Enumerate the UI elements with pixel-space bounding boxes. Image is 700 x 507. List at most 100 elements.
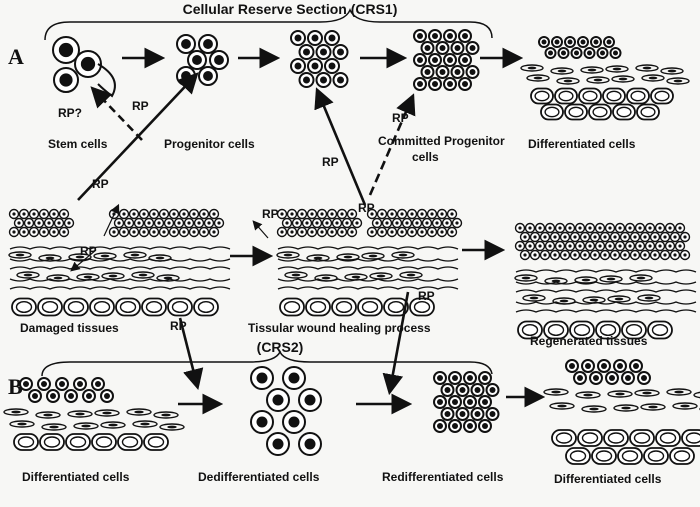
epithelial-nucleus xyxy=(137,221,141,225)
basal-cell-nucleus xyxy=(659,432,677,444)
epithelial-nucleus xyxy=(202,230,206,234)
epithelial-nucleus xyxy=(370,230,374,234)
basal-cell-nucleus xyxy=(121,436,139,448)
flat-cell-nucleus xyxy=(581,278,591,282)
flat-cell-nucleus xyxy=(130,253,140,257)
basal-cell xyxy=(617,447,643,465)
basal-cell-nucleus xyxy=(361,300,379,314)
basal-cell xyxy=(331,297,357,317)
cell-nucleus xyxy=(32,393,38,399)
flat-cell xyxy=(276,251,300,259)
flat-cell-nucleus xyxy=(612,67,622,71)
flat-cell xyxy=(672,402,698,410)
cell-nucleus xyxy=(59,381,65,387)
epithelial-nucleus xyxy=(558,226,562,230)
cell-nucleus xyxy=(462,57,468,63)
rp-label-3: RP xyxy=(80,244,97,258)
basal-cell-nucleus xyxy=(43,436,61,448)
flat-cell xyxy=(153,411,179,419)
epithelial-nucleus xyxy=(663,253,667,257)
flat-cell-nucleus xyxy=(589,407,599,411)
epithelial-nucleus xyxy=(643,235,647,239)
cell-nucleus xyxy=(459,411,466,417)
cell-nucleus xyxy=(474,411,481,417)
epithelial-nucleus xyxy=(683,235,687,239)
label-damaged-tissues: Damaged tissues xyxy=(20,321,119,335)
cell-nucleus xyxy=(593,375,599,381)
cell-nucleus xyxy=(304,394,316,406)
rp-label-9: RP xyxy=(418,289,435,303)
flat-cell xyxy=(73,422,99,430)
cell-nucleus xyxy=(447,81,453,87)
flat-cell-nucleus xyxy=(587,68,597,72)
flat-cell xyxy=(635,64,659,72)
epithelial-nucleus xyxy=(538,226,542,230)
epithelial-nucleus xyxy=(410,230,414,234)
cell-nucleus xyxy=(288,372,300,384)
basal-cell xyxy=(602,87,626,105)
differentiated-tissue-top xyxy=(520,36,690,121)
basal-cell xyxy=(65,433,91,451)
basal-cell-nucleus xyxy=(640,106,656,118)
flat-cell xyxy=(3,408,29,416)
basal-cell-nucleus xyxy=(521,323,539,337)
epithelial-nucleus xyxy=(593,235,597,239)
section-letter-a: A xyxy=(8,44,24,69)
epithelial-nucleus xyxy=(305,221,309,225)
epithelial-nucleus xyxy=(122,230,126,234)
epithelial-nucleus xyxy=(455,221,459,225)
flat-cell-nucleus xyxy=(642,391,652,395)
epithelial-nucleus xyxy=(42,230,46,234)
epithelial-nucleus xyxy=(12,230,16,234)
flat-cell xyxy=(284,271,308,279)
epithelial-nucleus xyxy=(523,253,527,257)
basal-cell-nucleus xyxy=(283,300,301,314)
cell-nucleus xyxy=(256,372,268,384)
cell-nucleus xyxy=(593,39,599,45)
basal-cell-nucleus xyxy=(599,323,617,337)
basal-cell-nucleus xyxy=(569,450,587,462)
cell-nucleus xyxy=(482,423,488,429)
flat-cell xyxy=(38,254,62,262)
basal-cell xyxy=(595,320,621,340)
cell-nucleus xyxy=(328,34,336,42)
basal-cell-nucleus xyxy=(685,432,700,444)
fibre-line xyxy=(515,269,697,273)
flat-cell xyxy=(611,75,635,83)
flat-cell-nucleus xyxy=(642,66,652,70)
cell-nucleus xyxy=(577,375,583,381)
epithelial-nucleus xyxy=(450,230,454,234)
flat-cell xyxy=(306,254,330,262)
epithelial-nucleus xyxy=(603,235,607,239)
flat-cell xyxy=(123,251,147,259)
dedifferentiated-cells-cluster xyxy=(250,366,322,456)
basal-cell xyxy=(612,103,636,121)
basal-cell xyxy=(530,87,554,105)
cell-nucleus xyxy=(606,39,612,45)
epithelial-nucleus xyxy=(538,244,542,248)
flat-cell xyxy=(361,252,385,260)
epithelial-nucleus xyxy=(290,212,294,216)
flat-cell-nucleus xyxy=(644,296,654,300)
epithelial-nucleus xyxy=(172,230,176,234)
epithelial-nucleus xyxy=(658,244,662,248)
flat-cell-nucleus xyxy=(83,275,93,279)
flat-cell xyxy=(660,67,684,75)
basal-cell-nucleus xyxy=(413,300,431,314)
flat-cell xyxy=(599,275,623,283)
arrow-dashed-to-stem xyxy=(90,86,143,141)
cell-nucleus xyxy=(59,73,73,87)
fibre-line xyxy=(277,266,459,270)
flat-cell xyxy=(8,251,32,259)
flat-cell xyxy=(159,423,185,431)
cell-nucleus xyxy=(294,62,302,70)
fibre-line xyxy=(515,309,697,313)
label-differentiated-top: Differentiated cells xyxy=(528,137,636,151)
basal-cell-nucleus xyxy=(647,450,665,462)
basal-cell-nucleus xyxy=(607,432,625,444)
cell-nucleus xyxy=(311,62,319,70)
cell-nucleus xyxy=(424,45,431,51)
epithelial-nucleus xyxy=(523,235,527,239)
epithelial-nucleus xyxy=(132,212,136,216)
arrow-rp-healing-left xyxy=(252,220,269,239)
